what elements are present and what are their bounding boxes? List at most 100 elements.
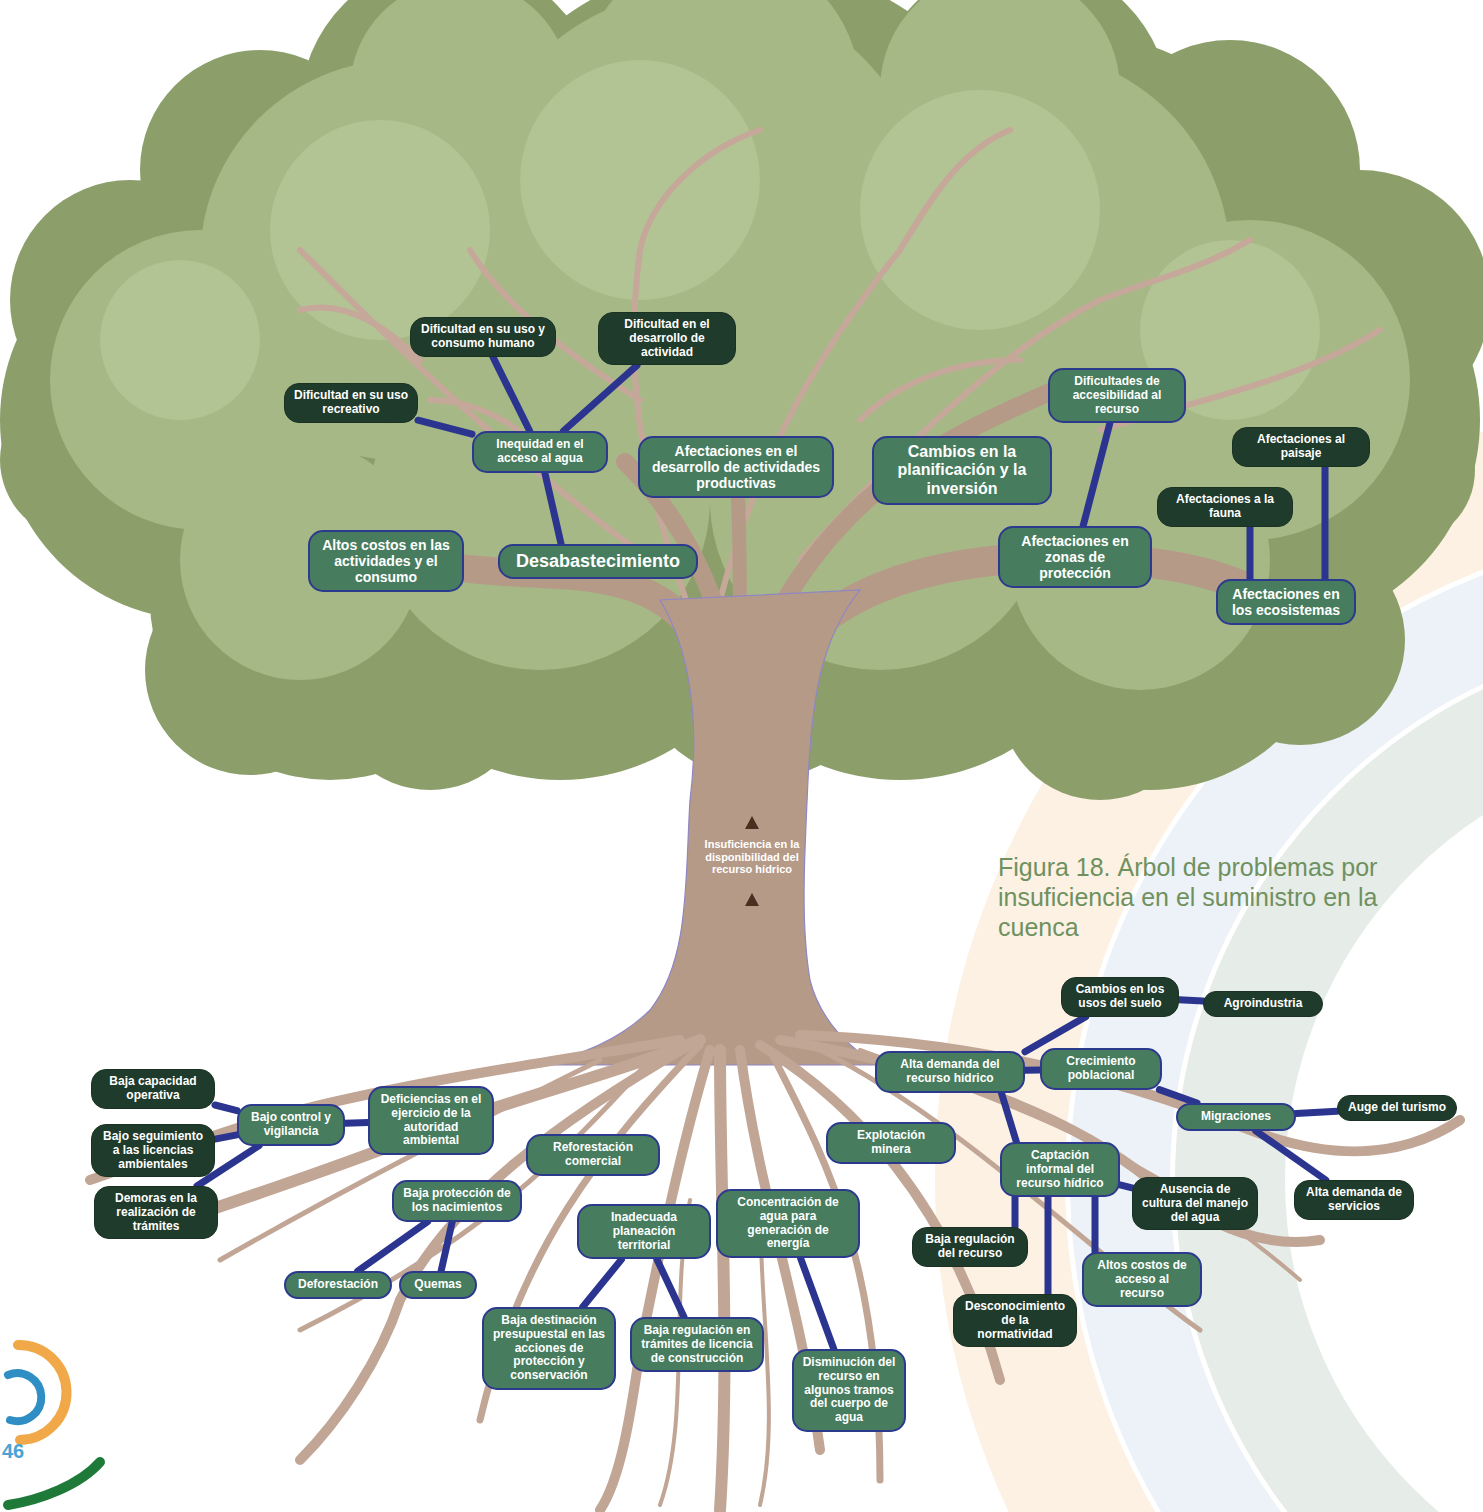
effect-box: Afectaciones al paisaje (1232, 427, 1370, 467)
box-text: Captación informal del recurso hídrico (1010, 1149, 1110, 1190)
connector-line (801, 1258, 834, 1349)
problem-box: Altos costos en las actividades y el con… (308, 530, 464, 592)
effect-box: Demoras en la realización de trámites (94, 1186, 218, 1239)
problem-box: Concentración de agua para generación de… (716, 1189, 860, 1258)
connector-line (418, 420, 472, 434)
problem-box: Dificultades de accesibilidad al recurso (1048, 368, 1186, 423)
trunk-label: Insuficiencia en la disponibilidad del r… (692, 838, 812, 876)
problem-box: Inequidad en el acceso al agua (472, 431, 608, 473)
box-text: Alta demanda de servicios (1303, 1186, 1405, 1214)
connector-line (345, 1119, 368, 1127)
box-text: Baja regulación en trámites de licencia … (640, 1324, 754, 1365)
box-text: Concentración de agua para generación de… (726, 1196, 850, 1251)
box-text: Auge del turismo (1346, 1101, 1448, 1115)
box-text: Baja protección de los nacimientos (402, 1187, 512, 1215)
box-text: Dificultad en su uso y consumo humano (419, 323, 547, 351)
problem-box: Cambios en la planificación y la inversi… (872, 436, 1052, 505)
box-text: Bajo control y vigilancia (247, 1111, 335, 1139)
effect-box: Afectaciones a la fauna (1157, 487, 1293, 527)
connector-line (493, 357, 530, 431)
box-text: Afectaciones en zonas de protección (1008, 533, 1142, 581)
box-text: Bajo seguimiento a las licencias ambient… (100, 1130, 206, 1171)
page-number: 46 (2, 1440, 42, 1463)
connector-line (1120, 1185, 1132, 1188)
box-text: Dificultad en su uso recreativo (293, 389, 409, 417)
box-text: Migraciones (1186, 1110, 1286, 1124)
box-text: Ausencia de cultura del manejo del agua (1141, 1183, 1249, 1224)
box-text: Reforestación comercial (536, 1141, 650, 1169)
effect-box: Dificultad en su uso y consumo humano (410, 317, 556, 357)
problem-box: Altos costos de acceso al recurso (1082, 1252, 1202, 1307)
effect-box: Dificultad en su uso recreativo (284, 383, 418, 423)
problem-box: Baja regulación en trámites de licencia … (630, 1317, 764, 1372)
box-text: Disminución del recurso en algunos tramo… (802, 1356, 896, 1425)
effect-box: Desconocimiento de la normatividad (953, 1294, 1077, 1347)
problem-box: Afectaciones en el desarrollo de activid… (638, 436, 834, 498)
problem-box: Explotación minera (826, 1122, 956, 1164)
box-text: Inequidad en el acceso al agua (482, 438, 598, 466)
box-text: Altos costos en las actividades y el con… (318, 537, 454, 585)
connector-line (1159, 1090, 1197, 1103)
roots (90, 1035, 1460, 1510)
connector-line (1179, 1000, 1203, 1001)
effect-box: Baja capacidad operativa (91, 1069, 215, 1109)
connector-line (1092, 1197, 1099, 1252)
trunk (540, 590, 880, 1065)
effect-box: Cambios en los usos del suelo (1061, 977, 1179, 1017)
problem-box: Deficiencias en el ejercicio de la autor… (368, 1086, 494, 1155)
box-text: Afectaciones a la fauna (1166, 493, 1284, 521)
effect-box: Agroindustria (1203, 991, 1323, 1017)
effect-box: Dificultad en el desarrollo de actividad (598, 312, 736, 365)
box-text: Inadecuada planeación territorial (587, 1211, 701, 1252)
box-text: Baja destinación presupuestal en las acc… (492, 1314, 606, 1383)
problem-box: Crecimiento poblacional (1040, 1048, 1162, 1090)
box-text: Altos costos de acceso al recurso (1092, 1259, 1192, 1300)
box-text: Dificultades de accesibilidad al recurso (1058, 375, 1176, 416)
effect-box: Bajo seguimiento a las licencias ambient… (91, 1124, 215, 1177)
connector-line (545, 473, 561, 544)
connector-line (1322, 467, 1329, 579)
problem-box: Disminución del recurso en algunos tramo… (792, 1349, 906, 1432)
box-text: Afectaciones en el desarrollo de activid… (648, 443, 824, 491)
connector-line (1001, 1093, 1016, 1142)
connector-line (563, 365, 637, 431)
connector-line (1045, 1197, 1052, 1294)
effect-box: Ausencia de cultura del manejo del agua (1132, 1177, 1258, 1230)
connector-line (1256, 1131, 1326, 1180)
problem-box: Deforestación (284, 1271, 392, 1299)
connector-line (215, 1105, 237, 1111)
box-text: Cambios en los usos del suelo (1070, 983, 1170, 1011)
connector-line (441, 1222, 452, 1271)
box-text: Deforestación (294, 1278, 382, 1292)
problem-box: Captación informal del recurso hídrico (1000, 1142, 1120, 1197)
connector-line (657, 1259, 684, 1317)
box-text: Deficiencias en el ejercicio de la autor… (378, 1093, 484, 1148)
problem-box: Desabastecimiento (498, 544, 698, 579)
problem-box: Quemas (399, 1271, 477, 1299)
box-text: Quemas (409, 1278, 467, 1292)
connector-line (1025, 1067, 1040, 1074)
connector-line (1025, 1017, 1086, 1052)
problem-box: Bajo control y vigilancia (237, 1104, 345, 1146)
effect-box: Auge del turismo (1337, 1095, 1457, 1121)
box-text: Alta demanda del recurso hídrico (885, 1058, 1015, 1086)
connector-line (1012, 1197, 1019, 1227)
problem-box: Baja protección de los nacimientos (392, 1180, 522, 1222)
connector-line (358, 1222, 428, 1271)
box-text: Afectaciones al paisaje (1241, 433, 1361, 461)
box-text: Agroindustria (1212, 997, 1314, 1011)
box-text: Cambios en la planificación y la inversi… (882, 443, 1042, 498)
box-text: Demoras en la realización de trámites (103, 1192, 209, 1233)
box-text: Baja regulación del recurso (921, 1233, 1019, 1261)
logo (8, 1345, 100, 1505)
problem-box: Migraciones (1176, 1103, 1296, 1131)
problem-box: Inadecuada planeación territorial (577, 1204, 711, 1259)
figure-caption: Figura 18. Árbol de problemas por insufi… (998, 852, 1428, 942)
box-text: Baja capacidad operativa (100, 1075, 206, 1103)
connector-line (1083, 423, 1110, 526)
problem-box: Alta demanda del recurso hídrico (875, 1051, 1025, 1093)
connector-line (1247, 527, 1254, 579)
